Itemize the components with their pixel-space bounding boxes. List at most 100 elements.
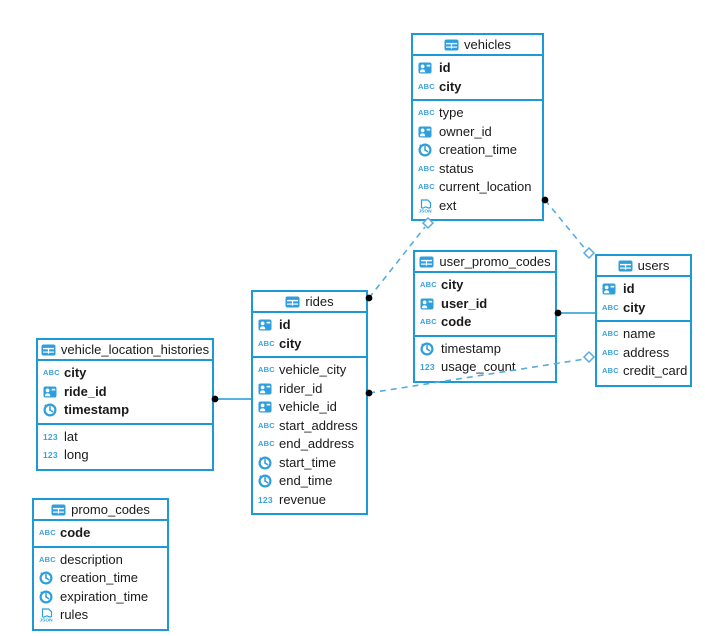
relation-diamond-end <box>582 350 596 364</box>
string-type-icon: ABC <box>602 366 619 375</box>
column-label: current_location <box>439 179 532 194</box>
table-header[interactable]: vehicles <box>413 35 542 56</box>
json-icon: JSON <box>419 199 432 213</box>
string-type-icon: ABC <box>258 365 275 374</box>
column-city[interactable]: ABC city <box>415 276 555 295</box>
column-label: code <box>441 314 472 329</box>
column-expiration_time[interactable]: expiration_time <box>34 588 167 607</box>
column-usage_count[interactable]: 123 usage_count <box>415 358 555 377</box>
column-creation_time[interactable]: creation_time <box>413 141 542 160</box>
column-label: rider_id <box>279 380 323 396</box>
uuid-icon <box>418 126 432 138</box>
column-creation_time[interactable]: creation_time <box>34 569 167 588</box>
column-id[interactable]: id <box>253 316 366 335</box>
relation-line <box>544 199 587 251</box>
column-timestamp[interactable]: timestamp <box>38 401 212 420</box>
column-ext[interactable]: JSON ext <box>413 197 542 216</box>
table-header[interactable]: vehicle_location_histories <box>38 340 212 361</box>
column-vehicle_id[interactable]: vehicle_id <box>253 398 366 417</box>
column-label: id <box>623 281 635 296</box>
string-type-icon: ABC <box>418 182 435 191</box>
column-user_id[interactable]: user_id <box>415 295 555 314</box>
column-revenue[interactable]: 123 revenue <box>253 491 366 510</box>
column-label: usage_count <box>441 359 516 374</box>
table-icon <box>41 344 56 355</box>
column-end_time[interactable]: end_time <box>253 472 366 491</box>
column-timestamp[interactable]: timestamp <box>415 340 555 359</box>
column-label: revenue <box>279 491 326 507</box>
column-code[interactable]: ABC code <box>34 524 167 543</box>
relation-user_promo_codes-users[interactable] <box>554 309 595 317</box>
column-label: credit_card <box>623 363 688 378</box>
table-name: rides <box>305 294 334 309</box>
string-type-icon: ABC <box>602 329 619 338</box>
column-label: type <box>439 105 464 120</box>
table-header[interactable]: promo_codes <box>34 500 167 521</box>
string-type-icon: ABC <box>39 554 56 564</box>
column-id[interactable]: id <box>413 59 542 78</box>
uuid-icon <box>43 386 57 398</box>
column-label: address <box>623 344 670 360</box>
uuid-icon <box>420 298 434 310</box>
column-label: status <box>439 160 474 176</box>
column-ride_id[interactable]: ride_id <box>38 383 212 402</box>
column-label: long <box>64 447 89 462</box>
uuid-icon <box>258 383 272 395</box>
table-icon <box>444 39 459 50</box>
column-label: code <box>60 525 91 540</box>
clock-icon <box>418 143 432 157</box>
string-type-icon: ABC <box>418 81 435 91</box>
table-header[interactable]: users <box>597 256 690 277</box>
column-label: creation_time <box>439 142 518 157</box>
column-current_location[interactable]: ABC current_location <box>413 178 542 197</box>
column-rider_id[interactable]: rider_id <box>253 380 366 399</box>
relation-vehicle_location_histories-rides[interactable] <box>211 395 251 403</box>
relation-vehicles-users[interactable] <box>541 196 596 260</box>
uuid-icon <box>418 62 432 74</box>
string-type-icon: ABC <box>39 528 56 537</box>
uuid-icon <box>258 319 272 331</box>
clock-icon <box>39 589 53 604</box>
column-label: city <box>441 277 464 292</box>
table-header[interactable]: rides <box>253 292 366 313</box>
number-type-icon: 123 <box>258 494 273 505</box>
column-owner_id[interactable]: owner_id <box>413 123 542 142</box>
column-label: creation_time <box>60 570 139 585</box>
table-header[interactable]: user_promo_codes <box>415 252 555 273</box>
column-label: ext <box>439 197 457 213</box>
column-credit_card[interactable]: ABC credit_card <box>597 362 690 381</box>
column-id[interactable]: id <box>597 280 690 299</box>
column-start_time[interactable]: start_time <box>253 454 366 473</box>
table-name: vehicle_location_histories <box>60 342 210 357</box>
columns-section: timestamp 123 usage_count <box>415 337 555 381</box>
number-type-icon: 123 <box>420 362 435 372</box>
string-type-icon: ABC <box>420 280 437 289</box>
